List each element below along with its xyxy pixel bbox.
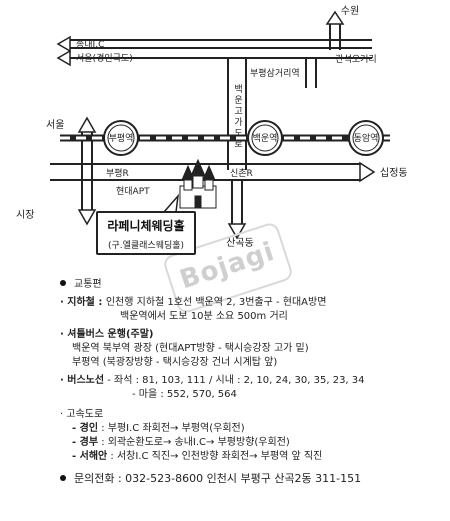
label-ganseok: 간석오거리 — [335, 54, 376, 65]
label-bupyeong-samgeori: 부평삼거리역 — [250, 68, 300, 79]
label-hyundai-apt: 현대APT — [116, 186, 150, 197]
castle-icon — [179, 158, 217, 209]
venue-name: 라페니체웨딩홀 — [107, 219, 185, 233]
gyeongin-label: - 경인 — [72, 423, 99, 434]
label-seoul-gyeongin: 서울(경인국도) — [76, 52, 133, 64]
transport-heading-row: 교통편 — [60, 278, 440, 292]
bus-text-2: - 마을 : 552, 570, 564 — [132, 389, 237, 400]
contact-phone: 문의전화 : 032-523-8600 — [74, 472, 204, 485]
contact-row: 문의전화 : 032-523-8600 인천시 부평구 산곡2동 311-151 — [60, 472, 440, 486]
subway-label: · 지하철 : — [60, 297, 106, 308]
label-sangok: 산곡동 — [226, 237, 254, 249]
seohaean-text: : 서창I.C 직진→ 인천방향 좌회전→ 부평역 앞 직진 — [107, 451, 323, 462]
bus-row-2: - 마을 : 552, 570, 564 — [60, 388, 440, 402]
gyeongbu-row: - 경부 : 외곽순환도로→ 송내I.C→ 부평방향(우회전) — [60, 436, 440, 450]
venue-former-name: (구.엘클래스웨딩홀) — [107, 241, 185, 251]
label-bupyeong-r: 부평R — [106, 168, 129, 179]
gyeongin-row: - 경인 : 부평I.C 좌회전→ 부평역(우회전) — [60, 422, 440, 436]
arrow-songnae — [56, 35, 71, 53]
shuttle-row-2: 부평역 (북광장방향 - 택시승강장 건너 시계탑 앞) — [60, 356, 440, 370]
arrow-sangok — [227, 223, 247, 240]
shuttle-text-2: 부평역 (북광장방향 - 택시승강장 건너 시계탑 앞) — [72, 357, 278, 368]
shuttle-row-1: 백운역 북부역 광장 (현대APT방향 - 택시승강장 고가 밑) — [60, 342, 440, 356]
station-dongam: 동암역 — [348, 120, 384, 156]
shuttle-text-1: 백운역 북부역 광장 (현대APT방향 - 택시승강장 고가 밑) — [72, 343, 309, 354]
seohaean-label: - 서해안 — [72, 451, 108, 462]
arrow-seoul-left — [77, 116, 97, 133]
bus-label: · 버스노선 — [60, 375, 105, 386]
label-sijang: 시장 — [16, 209, 34, 221]
contact-address: 인천시 부평구 산곡2동 311-151 — [203, 472, 362, 485]
shuttle-label: · 셔틀버스 운행(주말) — [60, 329, 154, 340]
bus-row: · 버스노선 - 좌석 : 81, 103, 111 / 시내 : 2, 10,… — [60, 374, 440, 388]
location-map: 부평역 백운역 동암역 수원 송내I.C 서울(경인국도) 간석오거리 부평삼거… — [16, 5, 408, 249]
gyeongbu-label: - 경부 — [72, 437, 99, 448]
station-bupyeong-label: 부평역 — [109, 133, 134, 144]
subway-row: · 지하철 : 인천행 지하철 1호선 백운역 2, 3번출구 - 현대A방면 — [60, 296, 440, 310]
station-bupyeong: 부평역 — [103, 120, 139, 156]
bullet-icon — [60, 475, 66, 481]
callout-pointer — [162, 193, 180, 213]
road-top — [66, 22, 372, 59]
label-songnae-ic: 송내I.C — [76, 39, 104, 50]
gyeongin-text: : 부평I.C 좌회전→ 부평역(우회전) — [98, 423, 245, 434]
arrow-seoul-top — [56, 49, 71, 67]
bus-text-1: - 좌석 : 81, 103, 111 / 시내 : 2, 10, 24, 30… — [104, 375, 365, 386]
station-baegun: 백운역 — [247, 120, 283, 156]
subway-text-1: 인천행 지하철 1호선 백운역 2, 3번출구 - 현대A방면 — [105, 297, 327, 308]
label-seoul: 서울 — [46, 119, 64, 131]
subway-text-2: 백운역에서 도보 10분 소요 500m 거리 — [120, 311, 288, 322]
arrow-sipjeong — [359, 161, 376, 183]
label-sipjeong: 십정동 — [380, 167, 408, 179]
station-dongam-label: 동암역 — [354, 132, 379, 144]
road-sangok — [231, 180, 243, 226]
highway-row: · 고속도로 — [60, 408, 440, 422]
label-overpass: 백운고가도로 — [232, 84, 242, 150]
shuttle-row: · 셔틀버스 운행(주말) — [60, 328, 440, 342]
subway-row-2: 백운역에서 도보 10분 소요 500m 거리 — [60, 310, 440, 324]
station-baegun-label: 백운역 — [253, 133, 278, 144]
highway-heading: · 고속도로 — [60, 409, 104, 420]
transport-heading: 교통편 — [74, 279, 102, 290]
road-left — [81, 130, 93, 212]
directions-panel: 교통편 · 지하철 : 인천행 지하철 1호선 백운역 2, 3번출구 - 현대… — [60, 278, 440, 486]
arrow-suwon — [325, 10, 345, 25]
road-overpass — [227, 58, 247, 170]
seohaean-row: - 서해안 : 서창I.C 직진→ 인천방향 좌회전→ 부평역 앞 직진 — [60, 450, 440, 464]
venue-callout: 라페니체웨딩홀 (구.엘클래스웨딩홀) — [96, 211, 196, 255]
bullet-icon — [60, 280, 66, 286]
road-ganseok — [305, 58, 317, 88]
arrow-sijang — [77, 209, 97, 226]
gyeongbu-text: : 외곽순환도로→ 송내I.C→ 부평방향(우회전) — [98, 437, 290, 448]
label-sinchon-r: 신촌R — [230, 168, 253, 179]
label-suwon: 수원 — [341, 5, 359, 17]
